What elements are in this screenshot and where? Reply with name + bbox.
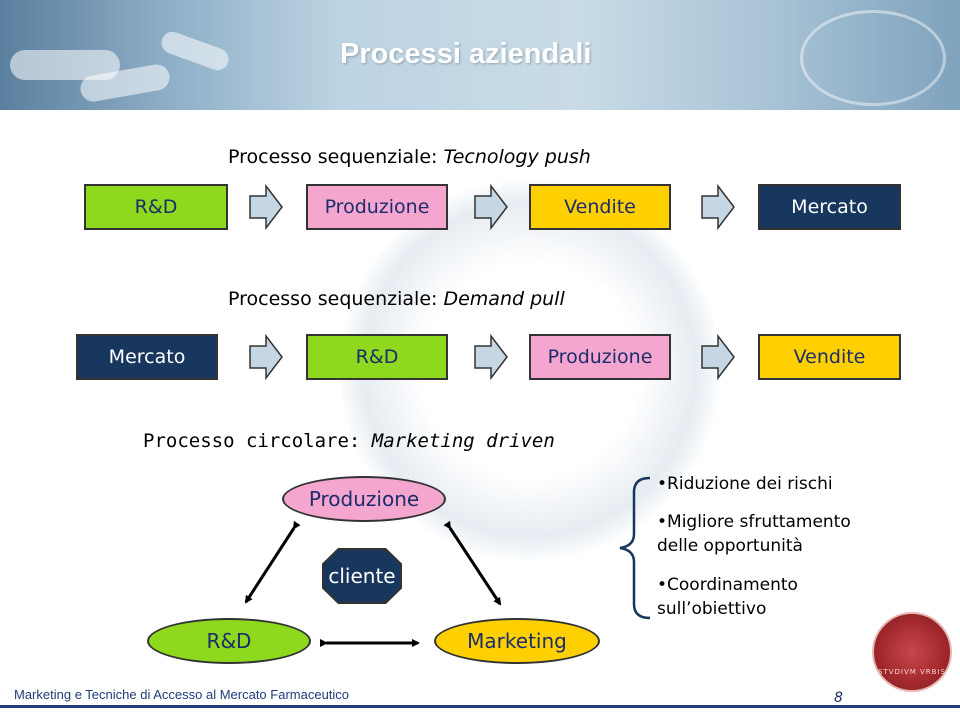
tp-vendite-box: Vendite (529, 184, 671, 230)
tp-produzione-label: Produzione (324, 196, 430, 218)
bullet-text-cont: sull’obiettivo (657, 599, 767, 619)
brace-icon (619, 476, 651, 620)
double-arrow-icon (244, 520, 301, 604)
dp-rd-label: R&D (355, 346, 399, 368)
footer-divider (0, 705, 960, 708)
tp-produzione-box: Produzione (306, 184, 448, 230)
bullet-text-cont: delle opportunità (657, 536, 803, 556)
node-produzione: Produzione (282, 476, 446, 522)
section2-heading-prefix: Processo sequenziale: (228, 288, 444, 310)
dp-mercato-label: Mercato (108, 346, 186, 368)
bullet-item: •Riduzione dei rischi (657, 474, 833, 494)
section1-heading: Processo sequenziale: Tecnology push (228, 146, 591, 168)
dp-produzione-box: Produzione (529, 334, 671, 380)
header-banner (0, 0, 960, 110)
arrow-right-icon (249, 184, 283, 230)
footer-text: Marketing e Tecniche di Accesso al Merca… (14, 687, 350, 702)
bullet-text: Migliore sfruttamento (667, 512, 851, 532)
arrow-right-icon (249, 334, 283, 380)
node-produzione-label: Produzione (308, 487, 420, 511)
arrow-right-icon (474, 334, 508, 380)
section1-heading-prefix: Processo sequenziale: (228, 146, 444, 168)
seal-text: STVDIVM VRBIS (878, 668, 946, 676)
section1-heading-italic: Tecnology push (443, 146, 591, 168)
tp-mercato-box: Mercato (758, 184, 901, 230)
tp-rd-label: R&D (134, 196, 178, 218)
node-marketing: Marketing (434, 618, 600, 664)
page-title: Processi aziendali (340, 38, 592, 70)
arrow-right-icon (474, 184, 508, 230)
node-rd: R&D (147, 618, 311, 664)
bullet-text: Riduzione dei rischi (667, 474, 833, 494)
dp-rd-box: R&D (306, 334, 448, 380)
tp-rd-box: R&D (84, 184, 228, 230)
node-cliente-label: cliente (328, 564, 396, 588)
bullet-text: Coordinamento (667, 575, 798, 595)
dp-produzione-label: Produzione (547, 346, 653, 368)
university-seal-logo: STVDIVM VRBIS (872, 612, 952, 692)
tablet-watermark (800, 10, 946, 106)
dp-mercato-box: Mercato (76, 334, 218, 380)
dp-vendite-box: Vendite (758, 334, 901, 380)
node-cliente: cliente (322, 548, 402, 604)
tp-mercato-label: Mercato (791, 196, 868, 218)
dp-vendite-label: Vendite (793, 346, 866, 368)
arrow-right-icon (701, 334, 735, 380)
section2-heading-italic: Demand pull (443, 288, 565, 310)
section3-heading-prefix: Processo circolare: (143, 430, 372, 452)
arrow-right-icon (701, 184, 735, 230)
page-number: 8 (834, 690, 843, 706)
section3-heading: Processo circolare: Marketing driven (143, 430, 555, 452)
section2-heading: Processo sequenziale: Demand pull (228, 288, 565, 310)
section3-heading-italic: Marketing driven (371, 430, 555, 452)
node-rd-label: R&D (206, 629, 252, 653)
double-arrow-icon (443, 520, 502, 606)
tp-vendite-label: Vendite (564, 196, 636, 218)
node-marketing-label: Marketing (467, 629, 567, 653)
